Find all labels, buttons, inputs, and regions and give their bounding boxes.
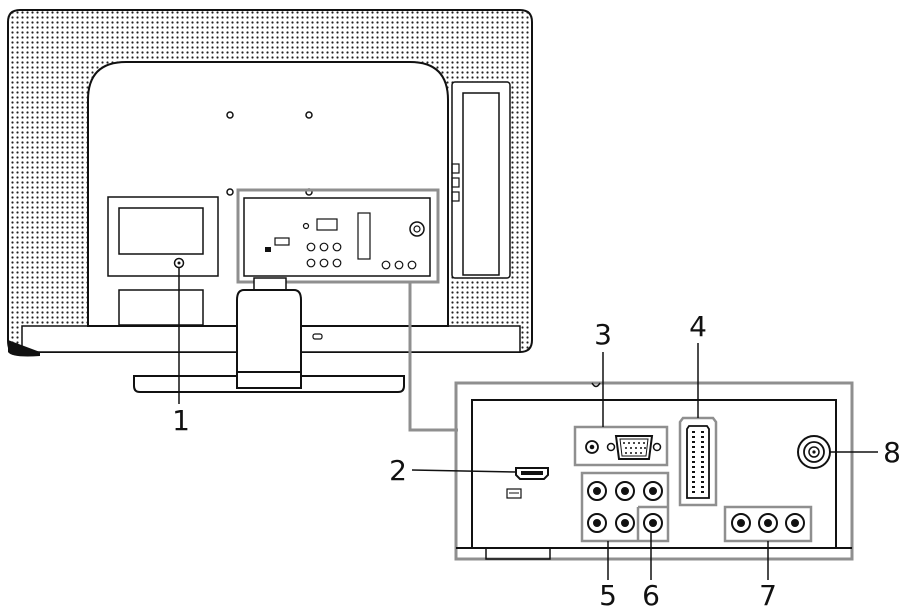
callout-5: 5 xyxy=(599,579,617,612)
callout-6: 6 xyxy=(642,579,660,612)
detail-top-notch xyxy=(591,382,601,388)
vga-port-icon xyxy=(606,435,662,460)
hdmi-port-icon xyxy=(515,467,549,480)
service-cover-panel xyxy=(107,196,219,277)
leader-2 xyxy=(411,469,517,473)
connector-highlight-box xyxy=(236,188,440,284)
callout-7: 7 xyxy=(759,579,777,612)
callout-2: 2 xyxy=(389,454,407,487)
small-rca-group xyxy=(306,242,417,270)
detail-tab xyxy=(485,547,551,560)
vga-group-box xyxy=(573,425,669,467)
hdmi-logo xyxy=(506,488,522,499)
side-panel xyxy=(451,81,511,279)
callout-3: 3 xyxy=(594,318,612,351)
small-hdmi-logo xyxy=(265,247,271,252)
power-input-jack xyxy=(173,257,185,269)
small-coax-center xyxy=(413,225,421,233)
small-hdmi xyxy=(274,237,290,246)
side-button xyxy=(451,163,460,174)
callout-1: 1 xyxy=(172,404,190,437)
small-connector-panel xyxy=(243,197,431,277)
tv-rear-view xyxy=(7,9,533,393)
detail-view xyxy=(454,381,854,561)
side-button xyxy=(451,191,460,202)
rca-jack-icon xyxy=(587,481,663,533)
power-input-jack-center xyxy=(177,261,181,265)
lower-vent-panel xyxy=(118,289,204,326)
mount-hole xyxy=(305,111,313,119)
side-panel-inner xyxy=(462,92,500,276)
mount-hole xyxy=(226,188,234,196)
service-cover-inner xyxy=(118,207,204,255)
small-audio-jack xyxy=(302,222,310,230)
stand-neck-front xyxy=(236,371,302,389)
mount-hole xyxy=(226,111,234,119)
tv-left-foot-edge xyxy=(8,340,40,357)
scart-port-icon xyxy=(678,416,718,507)
callout-4: 4 xyxy=(689,310,707,343)
small-vga xyxy=(316,218,338,231)
audio-in-jack xyxy=(585,440,599,454)
small-scart xyxy=(357,212,371,260)
callout-leaders xyxy=(178,268,878,580)
side-button xyxy=(451,177,460,188)
callout-8: 8 xyxy=(883,436,901,469)
zoom-leader-line xyxy=(408,282,458,432)
rca-jack-icon xyxy=(731,513,805,533)
stand-neck-top xyxy=(253,277,287,291)
small-coax xyxy=(409,221,425,237)
hdmi-port-slot xyxy=(521,471,543,475)
logo-slot xyxy=(312,333,323,340)
